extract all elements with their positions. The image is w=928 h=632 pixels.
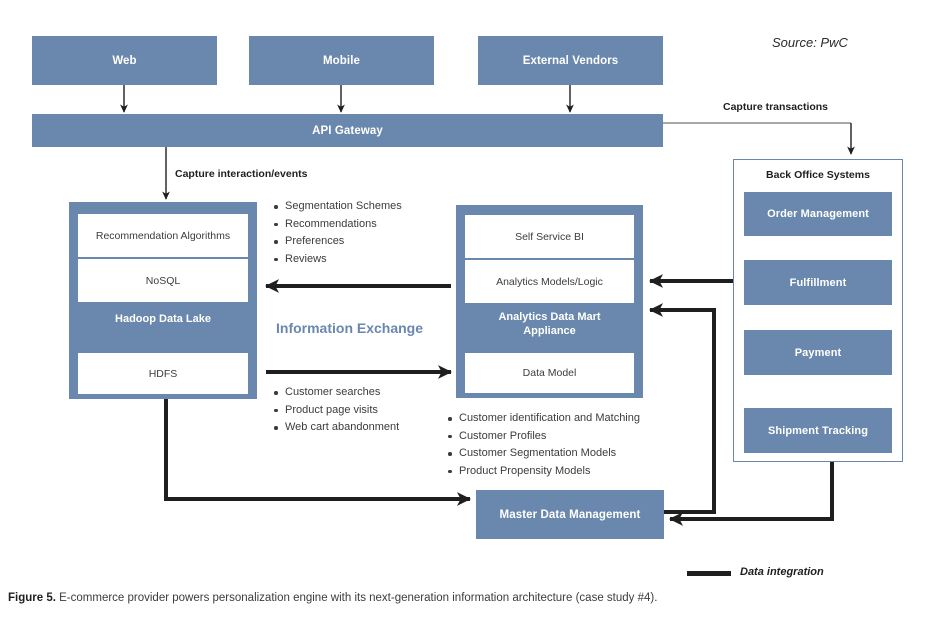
analytics-row-self-service-bi[interactable]: Self Service BI <box>464 214 635 259</box>
back-office-title: Back Office Systems <box>766 169 870 181</box>
list-item: Customer Profiles <box>448 428 640 446</box>
list-item: Preferences <box>274 233 402 251</box>
figure-number: Figure 5. <box>8 592 56 604</box>
label-capture-interaction: Capture interaction/events <box>175 168 308 180</box>
item-label: Fulfillment <box>789 276 847 289</box>
analytics-row-data-model[interactable]: Data Model <box>464 352 635 394</box>
source-label: Web <box>112 54 137 67</box>
row-label: Analytics Models/Logic <box>496 275 603 288</box>
row-label: HDFS <box>148 367 178 380</box>
datalake-row-recommendation-algorithms[interactable]: Recommendation Algorithms <box>77 213 249 258</box>
item-label: Order Management <box>767 208 869 220</box>
analytics-title-line2: Appliance <box>523 325 576 337</box>
back-office-item-order-management[interactable]: Order Management <box>744 192 892 236</box>
label-capture-transactions: Capture transactions <box>723 101 829 113</box>
bullets-upper-left: Segmentation Schemes Recommendations Pre… <box>270 198 402 268</box>
source-label: Mobile <box>322 54 360 67</box>
bullets-analytics-outputs: Customer identification and Matching Cus… <box>444 410 640 480</box>
api-gateway-label: API Gateway <box>312 124 383 137</box>
item-label: Shipment Tracking <box>767 424 869 437</box>
list-item: Customer Segmentation Models <box>448 445 640 463</box>
api-gateway-block[interactable]: API Gateway <box>32 114 663 147</box>
analytics-row-models-logic[interactable]: Analytics Models/Logic <box>464 259 635 304</box>
list-item: Product page visits <box>273 402 399 420</box>
list-item: Recommendations <box>274 216 402 234</box>
arrow-backoffice-to-mdm <box>669 462 834 526</box>
source-attribution: Source: PwC <box>772 35 848 50</box>
bullets-lower-left: Customer searches Product page visits We… <box>270 384 399 437</box>
source-block-mobile[interactable]: Mobile <box>249 36 434 85</box>
list-item: Customer identification and Matching <box>448 410 640 428</box>
list-item: Product Propensity Models <box>448 463 640 481</box>
master-data-management-block[interactable]: Master Data Management <box>476 490 664 539</box>
hadoop-data-lake-title: Hadoop Data Lake <box>115 313 211 325</box>
arrow-mdm-to-analytics <box>649 303 716 514</box>
mdm-label: Master Data Management <box>499 508 641 521</box>
back-office-item-fulfillment[interactable]: Fulfillment <box>744 260 892 305</box>
analytics-title-line1: Analytics Data Mart <box>498 311 601 323</box>
datalake-row-nosql[interactable]: NoSQL <box>77 258 249 303</box>
back-office-item-shipment-tracking[interactable]: Shipment Tracking <box>744 408 892 453</box>
figure-caption: Figure 5. E-commerce provider powers per… <box>8 592 918 604</box>
item-label: Payment <box>794 346 842 359</box>
list-item: Web cart abandonment <box>273 419 399 437</box>
row-label: NoSQL <box>145 274 181 287</box>
row-label: Recommendation Algorithms <box>95 229 231 242</box>
list-item: Reviews <box>274 251 402 269</box>
source-block-web[interactable]: Web <box>32 36 217 85</box>
row-label: Self Service BI <box>515 230 584 243</box>
back-office-item-payment[interactable]: Payment <box>744 330 892 375</box>
datalake-row-hdfs[interactable]: HDFS <box>77 352 249 395</box>
legend-line-swatch <box>687 571 731 576</box>
figure-caption-text: E-commerce provider powers personalizati… <box>55 592 658 604</box>
source-block-external-vendors[interactable]: External Vendors <box>478 36 663 85</box>
row-label: Data Model <box>522 367 577 379</box>
legend-label: Data integration <box>740 566 824 578</box>
label-information-exchange: Information Exchange <box>276 320 424 336</box>
list-item: Customer searches <box>273 384 399 402</box>
list-item: Segmentation Schemes <box>274 198 402 216</box>
source-label: External Vendors <box>522 54 619 67</box>
